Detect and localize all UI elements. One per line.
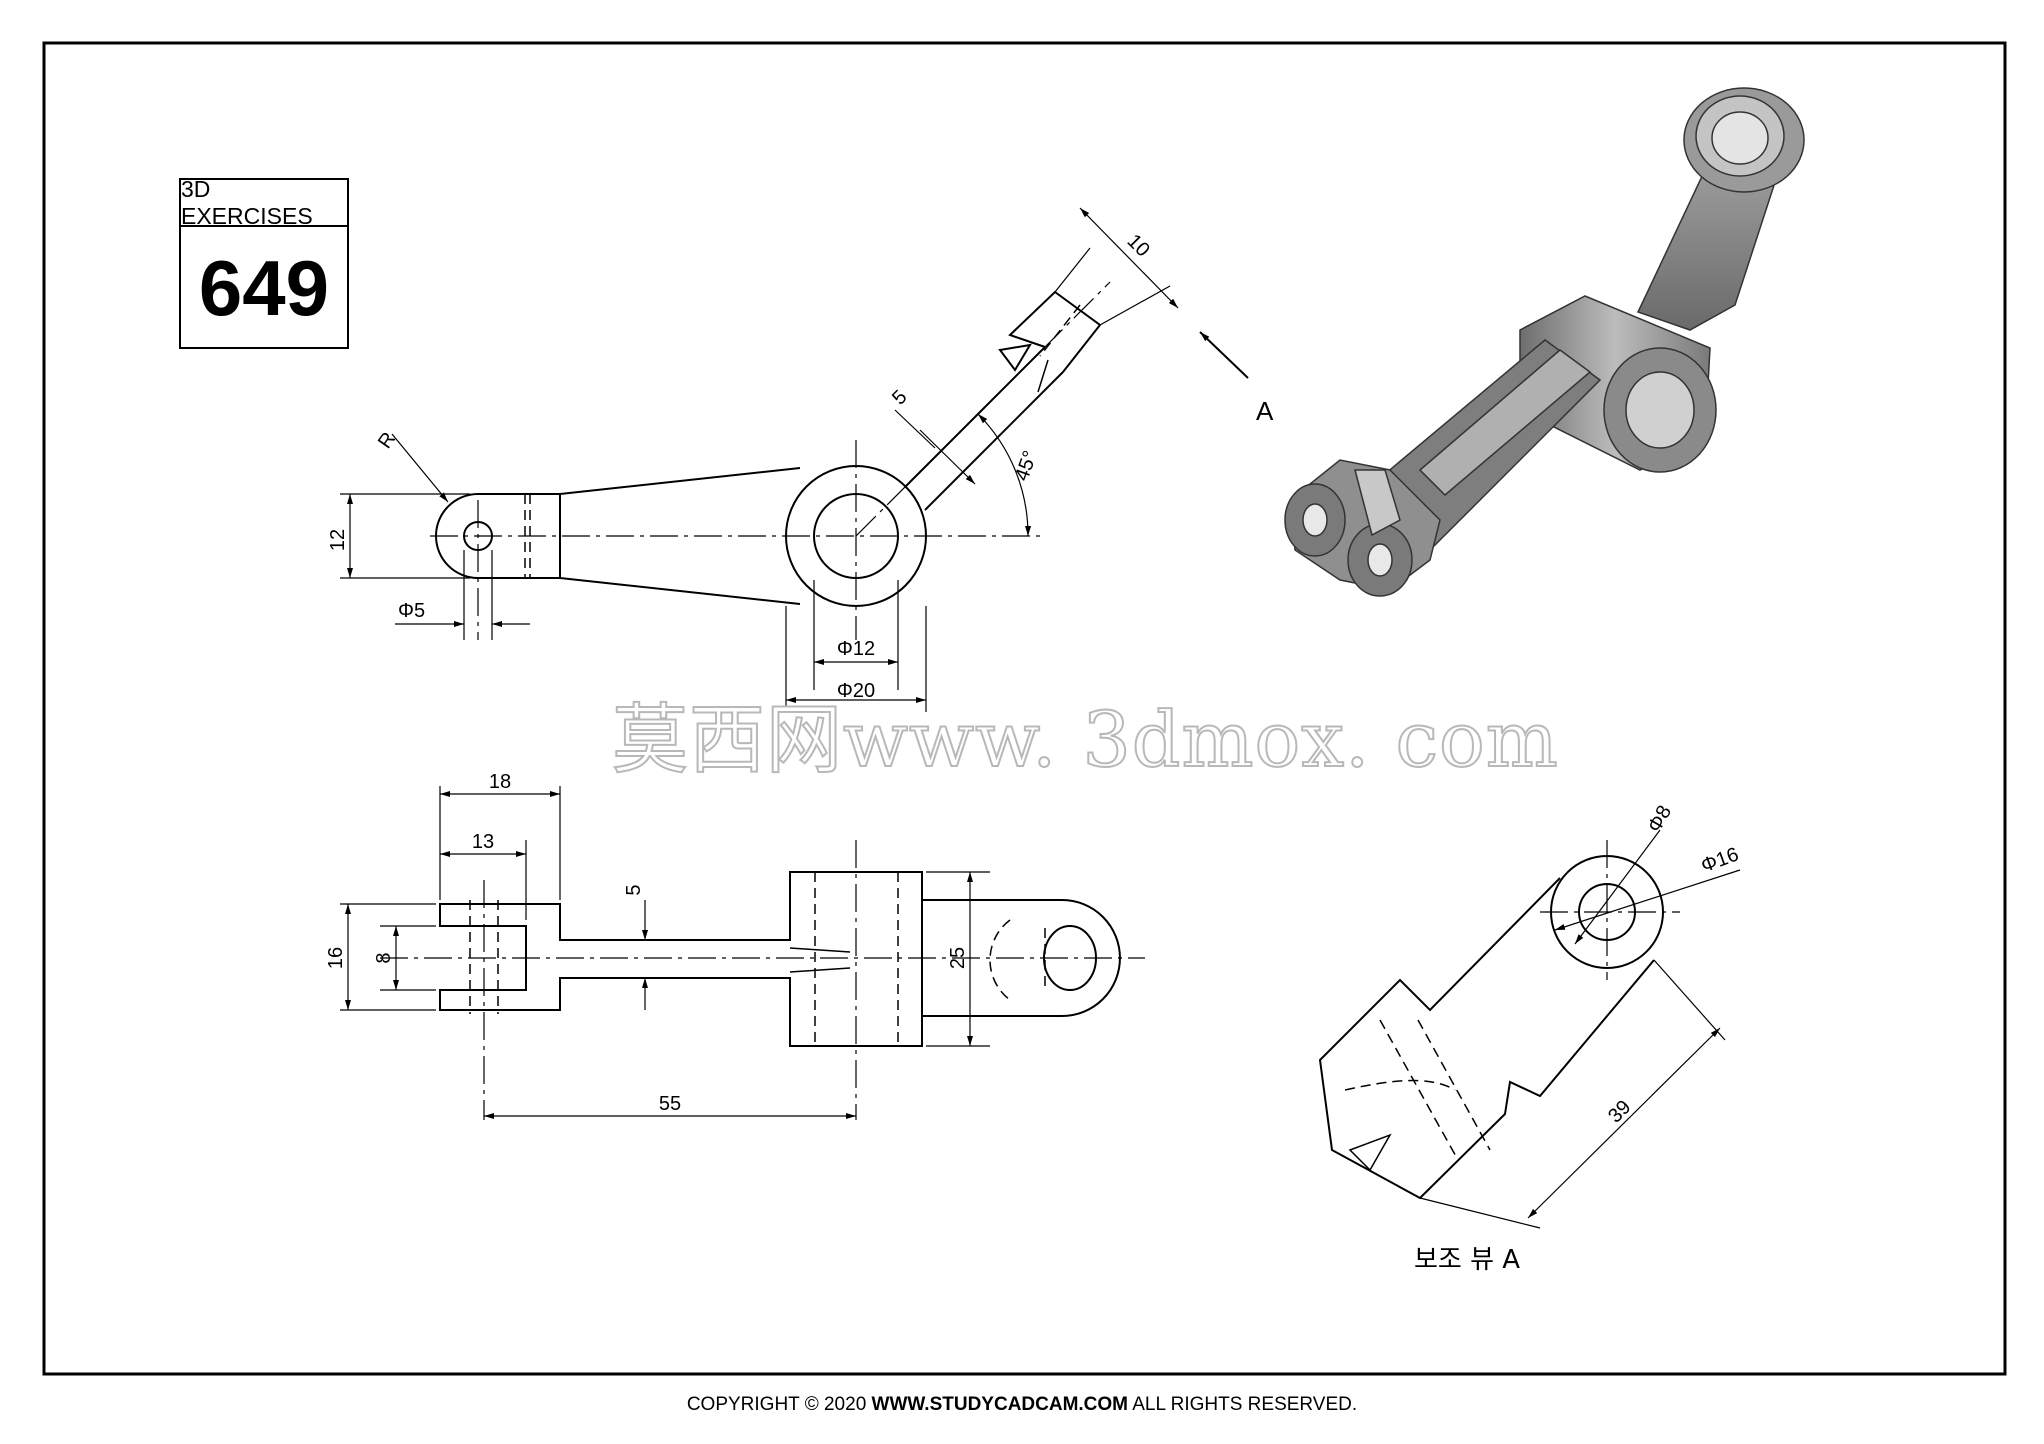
front-view: [430, 281, 1111, 640]
dim-55: 55: [659, 1093, 681, 1115]
dim-phi8: Φ8: [1644, 802, 1677, 836]
dim-45deg: 45°: [1011, 448, 1042, 484]
aux-view: [1318, 840, 1680, 1200]
dim-phi12: Φ12: [837, 638, 875, 660]
dim-phi20: Φ20: [837, 680, 875, 702]
top-dimensions: [340, 786, 990, 1119]
title-block: 3D EXERCISES 649: [179, 176, 349, 349]
isometric-part: [1284, 87, 1805, 597]
dim-18: 18: [489, 771, 511, 793]
dim-5-shaft: 5: [888, 386, 911, 409]
front-dim-texts: 12 Φ5 R Φ12 Φ20 45° 10 5 A: [327, 230, 1274, 702]
dim-phi5: Φ5: [398, 600, 425, 622]
top-dim-texts: 18 13 5 16 8 25 55: [325, 771, 969, 1115]
watermark: 莫西网www. 3dmox. com: [611, 694, 1559, 785]
view-arrow-label: A: [1256, 396, 1274, 426]
dim-8: 8: [373, 952, 395, 963]
pad-outline: [1008, 290, 1102, 373]
dim-16: 16: [325, 947, 347, 969]
dim-r: R: [374, 428, 400, 452]
dim-13: 13: [472, 831, 494, 853]
dim-39: 39: [1604, 1096, 1635, 1127]
footer-prefix: COPYRIGHT © 2020: [686, 1394, 872, 1415]
exercise-number: 649: [198, 243, 330, 332]
aux-caption: 보조 뷰 A: [1414, 1245, 1520, 1275]
aux-dimensions: [1419, 829, 1741, 1229]
dim-5-top: 5: [623, 884, 645, 895]
dim-12: 12: [327, 529, 349, 551]
dim-25: 25: [947, 947, 969, 969]
left-eye-outline: [435, 493, 561, 579]
title-label: 3D EXERCISES: [181, 176, 347, 229]
front-dimensions: [340, 207, 1249, 712]
footer: COPYRIGHT © 2020 WWW.STUDYCADCAM.COM ALL…: [0, 1394, 2044, 1416]
clevis-fork: [439, 871, 923, 1047]
footer-suffix: ALL RIGHTS RESERVED.: [1128, 1394, 1358, 1415]
aux-arm-outline: [1318, 877, 1655, 1200]
drawing-border: [42, 41, 2007, 1376]
footer-site: WWW.STUDYCADCAM.COM: [871, 1394, 1129, 1415]
top-view: [380, 840, 1145, 1120]
aux-dim-texts: Φ8 Φ16 39 보조 뷰 A: [1414, 802, 1742, 1275]
